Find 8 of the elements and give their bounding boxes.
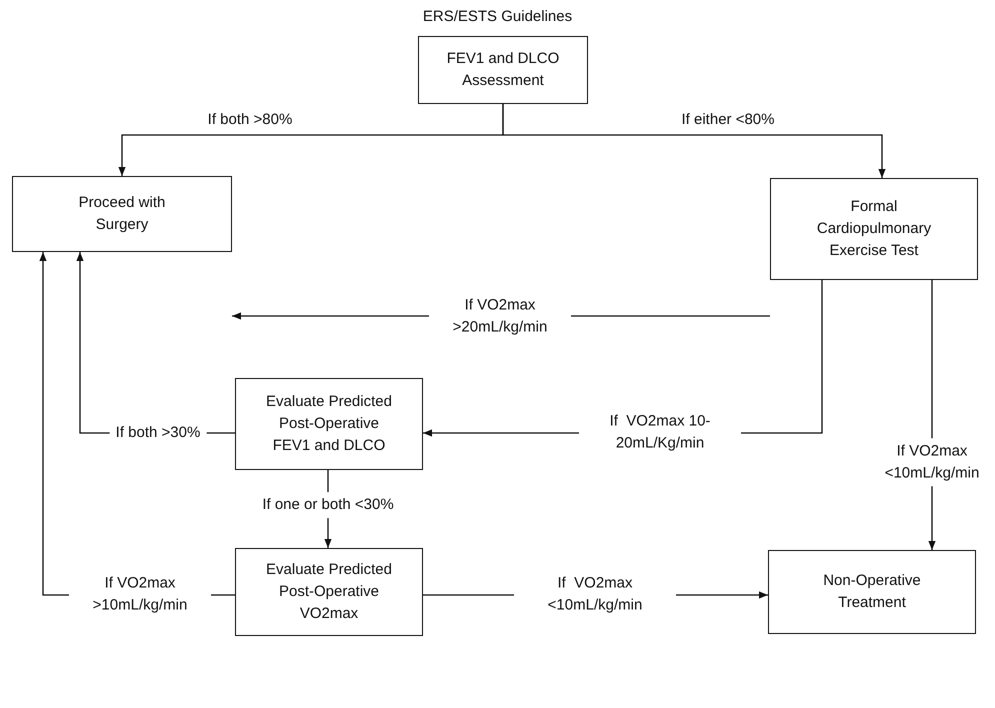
diagram-title: ERS/ESTS Guidelines xyxy=(422,8,574,25)
arrow xyxy=(502,104,886,178)
process-box: Proceed with Surgery xyxy=(12,176,232,252)
process-box: FEV1 and DLCO Assessment xyxy=(418,36,588,104)
process-box: Formal Cardiopulmonary Exercise Test xyxy=(770,178,978,280)
process-box: Evaluate Predicted Post-Operative FEV1 and DLCO xyxy=(235,378,423,470)
process-box: Non-Operative Treatment xyxy=(768,550,976,634)
process-box: Evaluate Predicted Post-Operative VO2max xyxy=(235,548,423,636)
